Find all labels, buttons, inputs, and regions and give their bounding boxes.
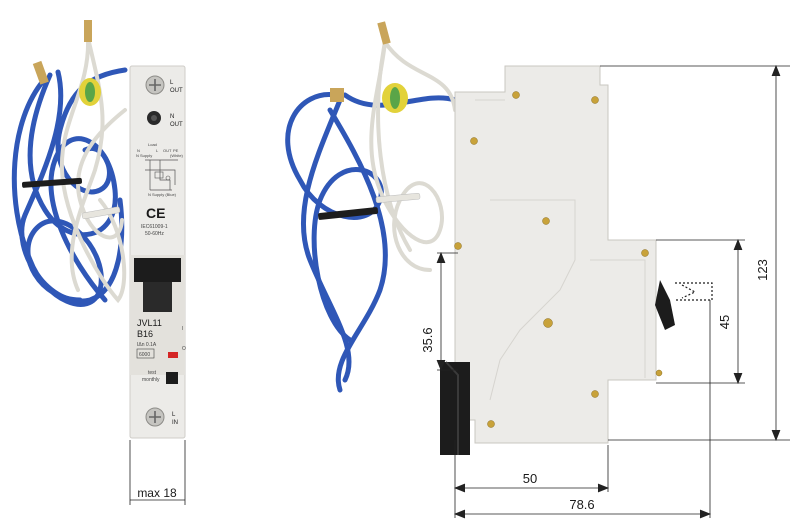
side-toggle-lever[interactable] xyxy=(655,280,675,330)
height-label: 123 xyxy=(755,259,770,281)
svg-text:OUT: OUT xyxy=(163,148,172,153)
breaker-side-body xyxy=(454,65,657,444)
white-wire-ferrule-icon xyxy=(84,20,92,42)
svg-text:N Supply: N Supply xyxy=(136,153,152,158)
side-white-wire-coil xyxy=(369,40,457,272)
depth-total-label: 78.6 xyxy=(569,497,594,512)
terminal-label-l-in: L xyxy=(172,412,176,418)
white-wire-coil xyxy=(59,36,127,304)
trip-indicator xyxy=(168,352,178,358)
toggle-lever[interactable] xyxy=(134,258,181,282)
side-view: 123 45 35.6 50 78.6 xyxy=(285,21,790,519)
ce-mark-icon: CE xyxy=(146,205,165,221)
model-label: JVL11 xyxy=(137,318,162,328)
rivet-icons xyxy=(454,91,663,428)
svg-text:O: O xyxy=(182,346,186,352)
terminal-label-l-out: L xyxy=(170,80,174,86)
svg-text:(White): (White) xyxy=(170,153,184,158)
wiring-diagram: Load N N Supply L OUT PE (White) N Suppl… xyxy=(136,142,184,197)
svg-text:Load: Load xyxy=(148,142,157,147)
terminal-label-n-out: N xyxy=(170,114,174,120)
standard-label: IEC61009-1 xyxy=(141,224,168,230)
front-view: L OUT N OUT Load N N Supply L OUT PE (Wh… xyxy=(11,20,186,505)
svg-text:N Supply (Blue): N Supply (Blue) xyxy=(148,192,177,197)
side-cable-tie-icon xyxy=(318,207,379,220)
svg-text:PE: PE xyxy=(173,148,179,153)
rail-height-label: 35.6 xyxy=(420,327,435,352)
cable-tie-icon xyxy=(21,177,82,188)
svg-text:N: N xyxy=(137,148,140,153)
capacity-label: 6000 xyxy=(139,352,150,358)
din-rail-clip xyxy=(440,362,470,455)
side-blue-ferrule-icon xyxy=(330,88,344,102)
depth-rail-label: 50 xyxy=(523,471,537,486)
svg-text:monthly: monthly xyxy=(142,377,160,383)
svg-text:test: test xyxy=(148,370,157,376)
svg-text:IN: IN xyxy=(172,420,178,426)
face-height-label: 45 xyxy=(717,315,732,329)
width-label: max 18 xyxy=(137,486,177,500)
lever-travel-indicator xyxy=(675,282,713,301)
rating-label: B16 xyxy=(137,329,153,339)
white-cable-tie-icon xyxy=(81,206,121,220)
svg-text:I: I xyxy=(182,326,183,332)
residual-current-label: IΔn 0.1A xyxy=(137,342,157,348)
side-white-ferrule-icon xyxy=(377,21,391,45)
svg-text:L: L xyxy=(156,148,159,153)
svg-text:OUT: OUT xyxy=(170,122,183,128)
blue-wire-ferrule-icon xyxy=(32,60,49,85)
test-button[interactable] xyxy=(166,372,178,384)
svg-text:OUT: OUT xyxy=(170,88,183,94)
side-white-cable-tie-icon xyxy=(375,193,421,203)
width-dimension xyxy=(129,440,186,505)
dimension-lines xyxy=(436,64,790,519)
frequency-label: 50-60Hz xyxy=(145,231,164,237)
